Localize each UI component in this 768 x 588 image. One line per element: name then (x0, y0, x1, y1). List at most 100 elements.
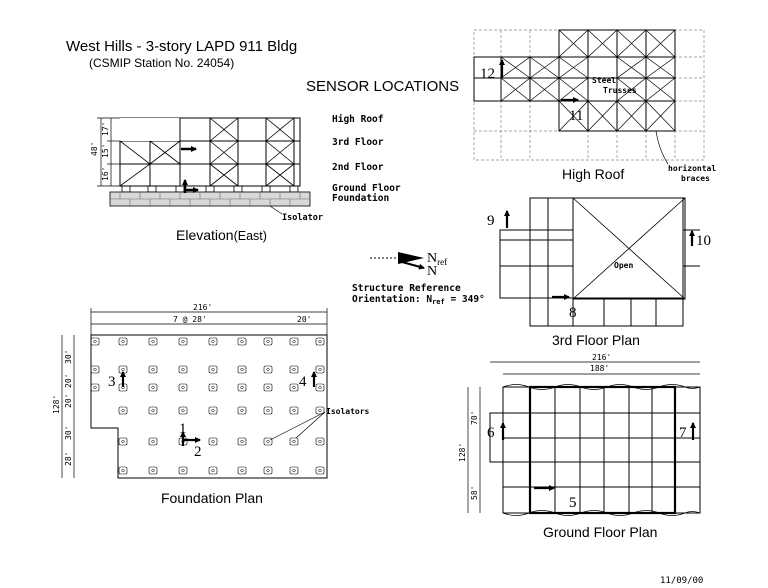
isolator-center (211, 439, 215, 444)
isolator-icon (263, 437, 273, 446)
isolator-icon (263, 365, 273, 374)
horizontal-braces-label-2: braces (681, 174, 710, 183)
ground-dim-1: 70' (470, 411, 479, 425)
isolator-icon (315, 337, 325, 346)
foundation-end-dim: 20' (297, 315, 311, 324)
isolator-center (211, 385, 215, 390)
isolator-icon (148, 337, 158, 346)
sensor-5-label: 5 (569, 495, 577, 511)
steel-trusses-label-2: Trusses (603, 86, 637, 95)
isolator-icon (315, 406, 325, 415)
isolator-icon (178, 383, 188, 392)
level-ground-floor: Ground Floor (332, 183, 401, 194)
station-number: (CSMIP Station No. 24054) (89, 56, 234, 70)
elevation-caption: Elevation(East) (176, 227, 267, 243)
elevation-dim-third: 17' (101, 122, 110, 136)
isolator-center (318, 439, 322, 444)
isolator-icon (263, 337, 273, 346)
orientation-indicator: Nref N Structure Reference Orientation: … (352, 251, 485, 306)
isolator-center (93, 385, 97, 390)
level-high-roof: High Roof (332, 114, 384, 125)
isolator-icon (90, 337, 100, 346)
foundation-width-dim: 216' (193, 303, 212, 312)
isolator-icon (208, 365, 218, 374)
isolator-center (211, 468, 215, 473)
third-floor-caption: 3rd Floor Plan (552, 332, 640, 348)
isolator-center (151, 367, 155, 372)
level-foundation: Foundation (332, 193, 389, 204)
isolator-center (292, 385, 296, 390)
sensor-4-label: 4 (299, 374, 307, 390)
elevation-dim-second: 15' (101, 144, 110, 158)
sensor-7-label: 7 (679, 425, 687, 441)
isolator-center (240, 408, 244, 413)
isolator-icon (118, 406, 128, 415)
isolator-center (121, 439, 125, 444)
isolator-icon (208, 437, 218, 446)
isolator-icon (263, 383, 273, 392)
isolator-icon (148, 365, 158, 374)
n-label: N (427, 264, 437, 279)
isolator-icon (148, 383, 158, 392)
open-label: Open (614, 261, 633, 270)
isolator-row (121, 185, 299, 193)
isolator-center (151, 339, 155, 344)
isolator-center (121, 367, 125, 372)
isolator-center (292, 339, 296, 344)
ground-dim-2: 58' (470, 486, 479, 500)
isolator-label: Isolator (282, 213, 323, 223)
isolator-center (240, 439, 244, 444)
isolator-center (93, 367, 97, 372)
sensor-9-label: 9 (487, 213, 495, 229)
sensor-10-label: 10 (696, 233, 711, 249)
north-arrow-icon (398, 252, 424, 264)
orientation-line-2: Orientation: Nref = 349° (352, 294, 485, 306)
isolator-icon (118, 365, 128, 374)
isolator-center (318, 385, 322, 390)
isolator-icon (118, 466, 128, 475)
high-roof-plan: 12 11 Steel Trusses horizontal braces Hi… (473, 29, 716, 183)
isolator-center (121, 408, 125, 413)
isolator-icon (118, 337, 128, 346)
isolator-icon (148, 437, 158, 446)
sensor-11-label: 11 (569, 108, 583, 124)
elevation-diagram: 48' 17' 15' 16' High Roof 3rd Floor 2nd … (90, 114, 401, 243)
isolator-icon (289, 406, 299, 415)
isolator-icon (263, 406, 273, 415)
sensor-12-label: 12 (480, 66, 495, 82)
sensor-3-label: 3 (108, 374, 116, 390)
sensor-1-label: 1 (179, 421, 187, 437)
page-title: West Hills - 3-story LAPD 911 Bldg (66, 38, 297, 55)
foundation-outline (90, 334, 328, 479)
level-third-floor: 3rd Floor (332, 137, 384, 148)
elevation-overall-dim: 48' (90, 142, 99, 156)
isolator-center (318, 339, 322, 344)
isolator-center (181, 367, 185, 372)
isolator-icon (263, 466, 273, 475)
isolator-center (121, 339, 125, 344)
isolator-icon (237, 466, 247, 475)
isolator-icon (315, 466, 325, 475)
isolator-center (181, 468, 185, 473)
isolator-center (318, 408, 322, 413)
isolator-icon (118, 437, 128, 446)
isolator-center (318, 468, 322, 473)
isolator-icon (148, 406, 158, 415)
foundation-caption: Foundation Plan (161, 490, 263, 506)
ground-depth-dim: 128' (458, 443, 467, 462)
foundation-dim-5: 28' (64, 452, 73, 466)
isolator-icon (178, 406, 188, 415)
revision-date: 11/09/00 (660, 576, 703, 586)
isolator-center (292, 468, 296, 473)
isolator-center (292, 439, 296, 444)
isolator-icon (90, 365, 100, 374)
isolator-icon (289, 337, 299, 346)
isolator-center (151, 468, 155, 473)
isolator-icon (148, 466, 158, 475)
isolator-icon (237, 437, 247, 446)
isolator-icon (237, 337, 247, 346)
isolator-icon (315, 383, 325, 392)
isolator-center (240, 339, 244, 344)
isolator-icon (178, 365, 188, 374)
